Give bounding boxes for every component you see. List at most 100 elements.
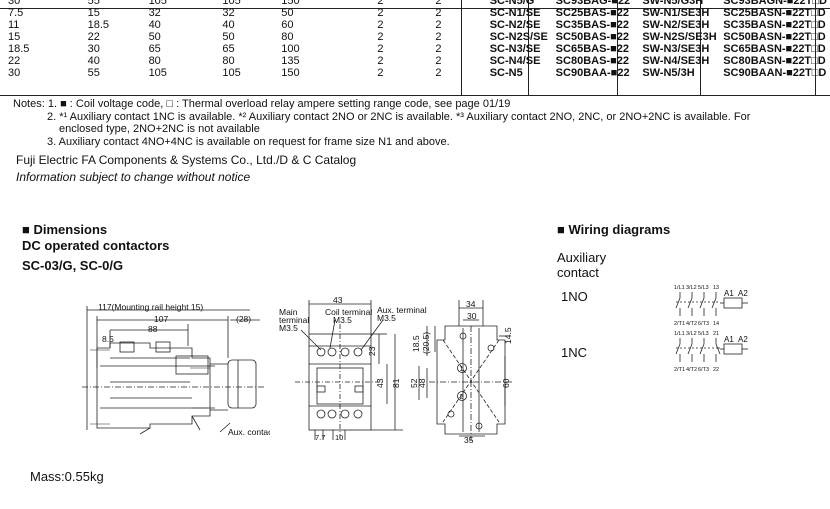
aux-label-2: contact (557, 265, 599, 280)
table-cell-c1: 22 (8, 55, 21, 67)
table-cell-c4: 80 (222, 55, 235, 67)
table-cell-c6: 2 (377, 31, 384, 43)
note-3: 3. Auxiliary contact 4NO+4NC is availabl… (47, 136, 450, 148)
dimensions-heading: ■ Dimensions (22, 222, 108, 237)
dim-117: 117(Mounting rail height 15) (98, 302, 203, 312)
table-cell-m3: SW-N5/G3H (642, 0, 704, 7)
nc-coil-a1: A1 (724, 335, 734, 344)
dim-20-5: (20.5) (421, 332, 431, 354)
dim-43: 43 (333, 295, 343, 305)
no-bottom-2: 4/T2 (686, 321, 697, 327)
table-cell-c2: 22 (87, 31, 100, 43)
table-col-divider (617, 0, 618, 96)
table-cell-m2: SC65BAS-■22 (555, 43, 629, 55)
dim-28: (28) (236, 314, 251, 324)
table-cell-m2: SC25BAS-■22 (555, 7, 629, 19)
dim-23: 23 (367, 346, 377, 356)
table-cell-m2: SC50BAS-■22 (555, 31, 629, 43)
table-cell-m1: SC-N3/SE (489, 43, 541, 55)
no-bottom-4: 14 (713, 321, 719, 327)
no-top-4: 13 (713, 285, 719, 291)
table-cell-m3: SW-N2/SE3H (642, 19, 710, 31)
no-coil-a2: A2 (738, 289, 748, 298)
dimensions-subheading: DC operated contactors (22, 238, 170, 253)
main-terminal-2: terminal (279, 315, 309, 325)
mass-label: Mass:0.55kg (30, 469, 104, 484)
table-cell-m2: SC90BAA-■22 (555, 67, 630, 79)
table-cell-c3: 40 (148, 19, 161, 31)
circle-2: 2 (460, 394, 464, 401)
table-cell-c1: 15 (8, 31, 21, 43)
note-1: Notes: 1. ■ : Coil voltage code, □ : The… (13, 98, 511, 110)
table-col-divider (461, 0, 462, 96)
main-terminal-1: Main (279, 307, 298, 317)
no-bottom-1: 2/T1 (674, 321, 685, 327)
mounting-view-drawing: 34 30 18.5 (20.5) 14.5 52 48 60 35 1 2 (409, 299, 513, 445)
table-cell-m4: SC50BASN-■22T□D (723, 31, 826, 43)
table-cell-m2: SC35BAS-■22 (555, 19, 629, 31)
table-cell-c4: 40 (222, 19, 235, 31)
table-cell-c2: 30 (87, 43, 100, 55)
table-cell-c5: 50 (281, 7, 294, 19)
table-cell-m4: SC90BAAN-■22T□D (723, 67, 827, 79)
nc-coil-a2: A2 (738, 335, 748, 344)
table-cell-m4: SC80BASN-■22T□D (723, 55, 826, 67)
dim-30: 30 (467, 311, 477, 321)
dim-34: 34 (466, 299, 476, 309)
nc-bottom-3: 6/T3 (698, 367, 709, 373)
table-col-divider (700, 0, 701, 96)
table-cell-c5: 150 (281, 0, 300, 7)
label-1no: 1NO (561, 289, 588, 304)
table-cell-c2: 18.5 (87, 19, 109, 31)
table-cell-c3: 105 (148, 0, 167, 7)
table-cell-c5: 135 (281, 55, 300, 67)
table-cell-c4: 50 (222, 31, 235, 43)
table-cell-m1: SC-N2S/SE (489, 31, 548, 43)
dim-10: 10 (335, 433, 343, 442)
table-cell-m1: SC-N1/SE (489, 7, 541, 19)
dim-60: 60 (501, 378, 511, 388)
table-cell-m3: SW-N2S/SE3H (642, 31, 717, 43)
coil-terminal-2: M3.5 (333, 315, 352, 325)
table-cell-c3: 50 (148, 31, 161, 43)
table-cell-c7: 2 (435, 0, 442, 7)
model-heading: SC-03/G, SC-0/G (22, 258, 124, 273)
table-cell-c7: 2 (435, 7, 442, 19)
table-cell-c6: 2 (377, 0, 384, 7)
table-cell-c6: 2 (377, 19, 384, 31)
table-cell-c5: 100 (281, 43, 300, 55)
table-cell-m2: SC80BAS-■22 (555, 55, 629, 67)
table-cell-c1: 18.5 (8, 43, 30, 55)
table-cell-m2: SC93BAG-■22 (555, 0, 631, 7)
dim-8-5: 8.5 (102, 334, 114, 344)
nc-top-2: 3/L2 (686, 331, 697, 337)
dim-43-v: 43 (375, 378, 385, 388)
label-1nc: 1NC (561, 345, 588, 360)
table-cell-c1: 7.5 (8, 7, 24, 19)
nc-bottom-4: 22 (713, 367, 719, 373)
no-coil-a1: A1 (724, 289, 734, 298)
table-cell-m4: SC93BAGN-■22T□D (723, 0, 827, 7)
wiring-heading: ■ Wiring diagrams (557, 222, 671, 237)
aux-terminal-1: Aux. terminal (377, 305, 427, 315)
note-2: 2. *¹ Auxiliary contact 1NC is available… (47, 111, 751, 123)
table-rule (0, 8, 830, 9)
dim-88: 88 (148, 324, 158, 334)
dim-81: 81 (391, 378, 401, 388)
no-top-1: 1/L1 (674, 285, 685, 291)
side-view-drawing: 117(Mounting rail height 15) 107 88 (28)… (82, 302, 270, 437)
dim-14-5: 14.5 (503, 327, 513, 344)
catalog-title: Fuji Electric FA Components & Systems Co… (16, 153, 357, 167)
circle-1: 1 (460, 366, 464, 373)
nc-bottom-2: 4/T2 (686, 367, 697, 373)
table-cell-c2: 15 (87, 7, 100, 19)
table-cell-c4: 105 (222, 67, 241, 79)
table-cell-c3: 80 (148, 55, 161, 67)
table-cell-c1: 11 (8, 19, 20, 31)
